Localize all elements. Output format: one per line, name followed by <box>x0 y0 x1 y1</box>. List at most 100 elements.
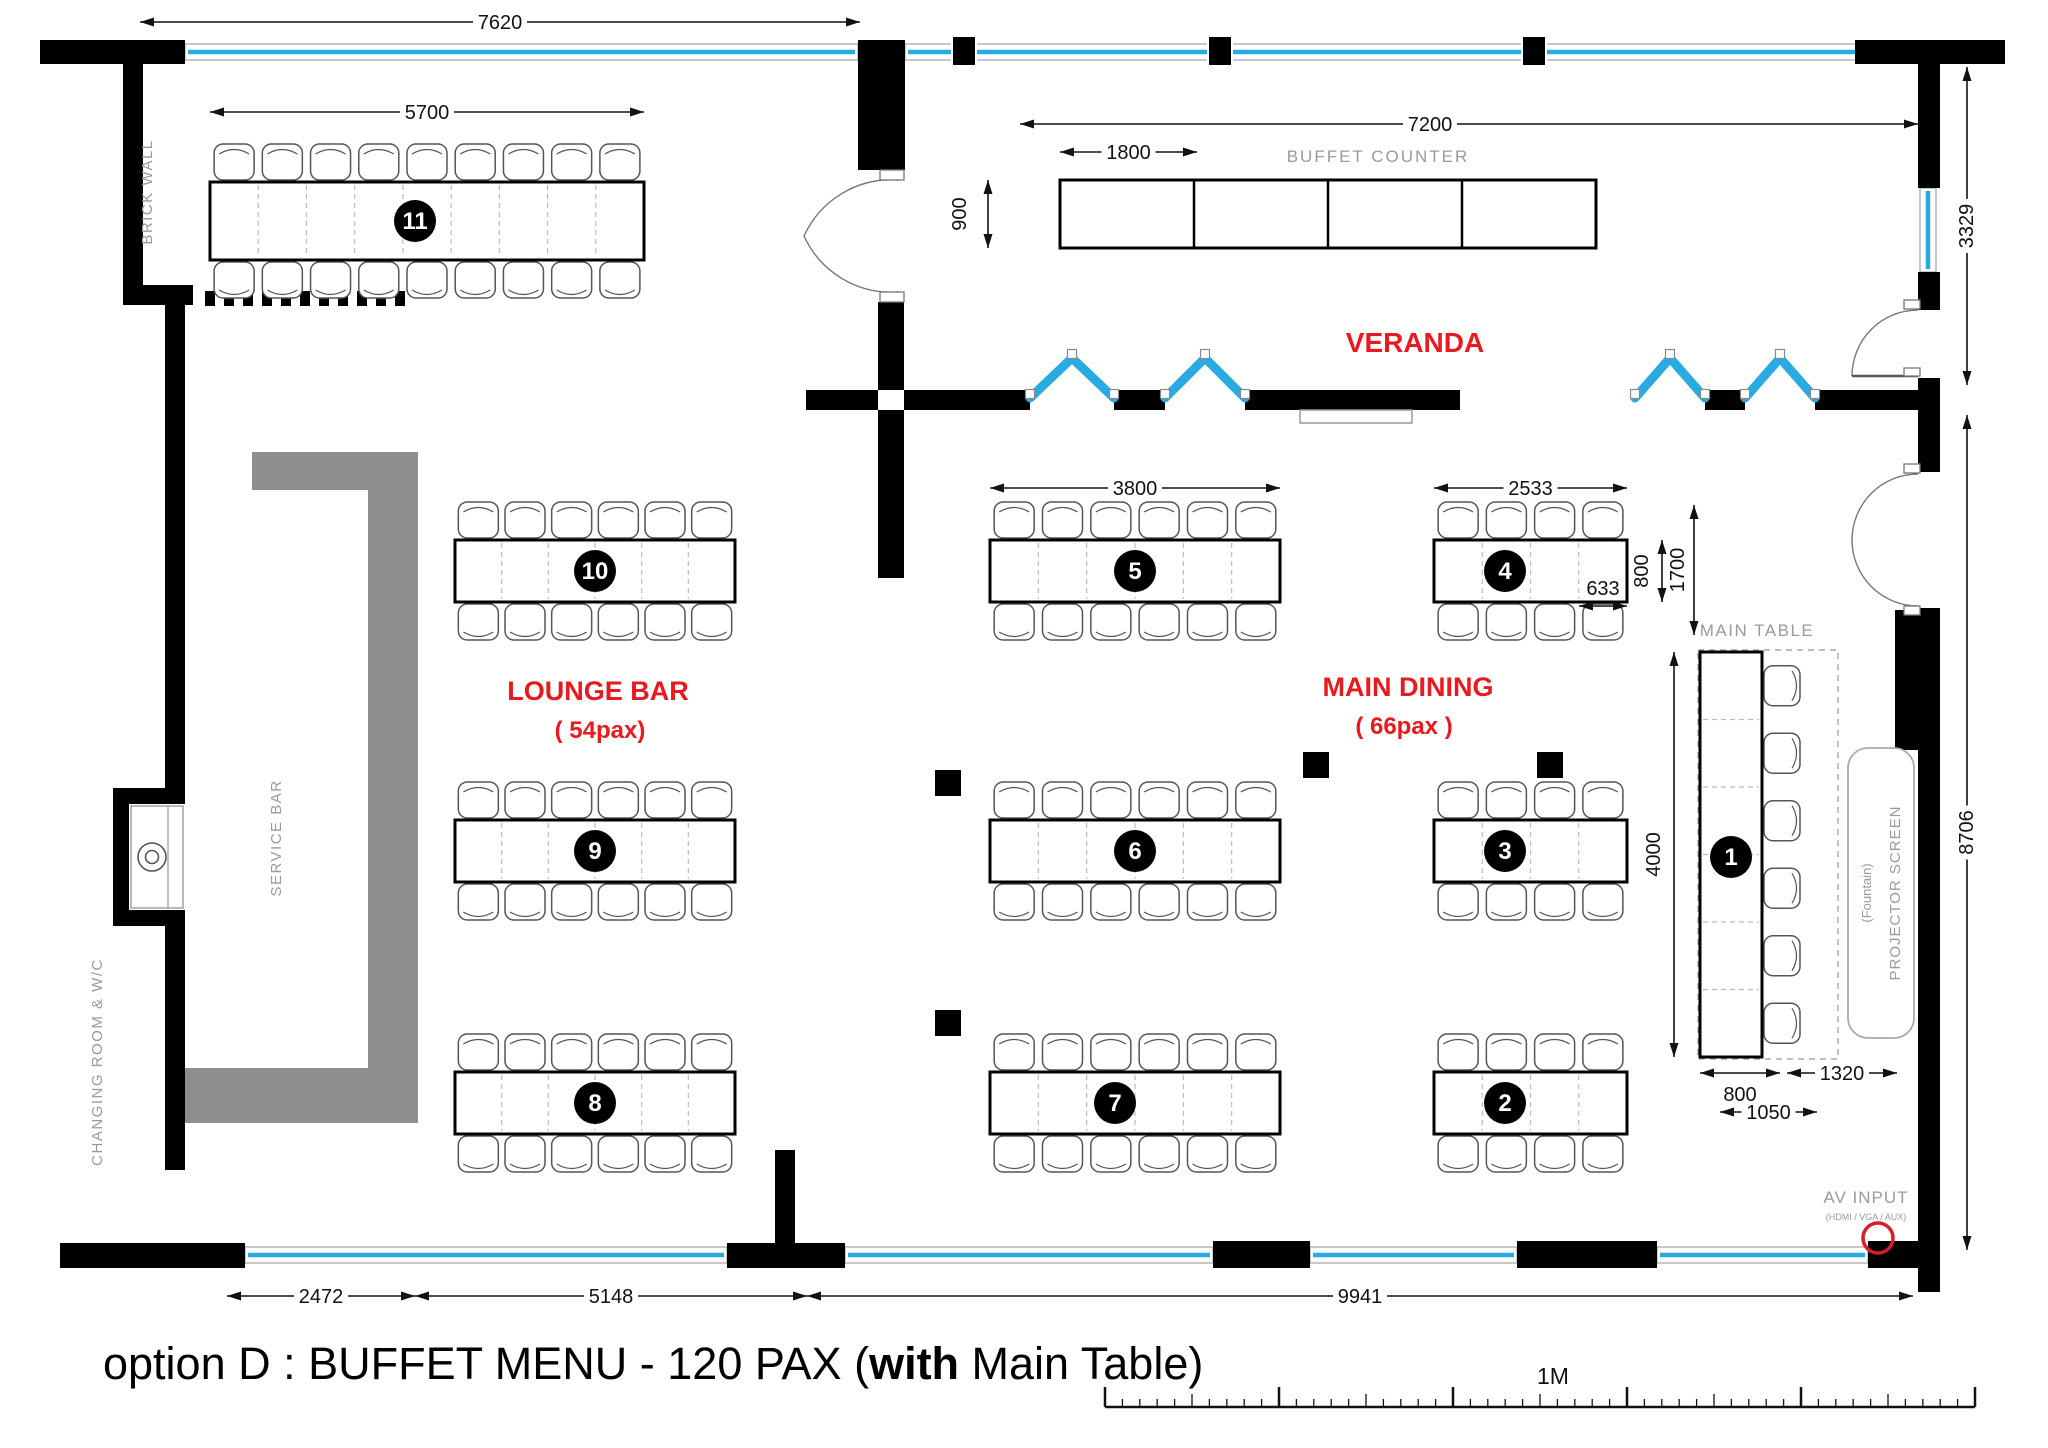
wall-segment <box>1245 390 1460 410</box>
dim-text-plate <box>584 1285 638 1307</box>
dim-900: 900 <box>949 180 993 248</box>
dim-arrow <box>1613 483 1627 493</box>
wall-segment <box>775 1150 795 1245</box>
chair-back <box>1791 737 1798 769</box>
chair <box>1041 1135 1084 1173</box>
chair <box>1235 1135 1277 1173</box>
table-number-badge <box>1094 1082 1136 1124</box>
chair-back <box>696 506 727 513</box>
fixture-sink-inner <box>144 849 160 865</box>
chair-back <box>1143 786 1175 793</box>
dim-arrow <box>1766 1068 1780 1078</box>
dim-value: 5700 <box>405 102 450 124</box>
label-service-bar: SERVICE BAR <box>268 779 285 896</box>
chair-back <box>411 289 443 296</box>
chair <box>1235 883 1277 921</box>
dim-4000: 4000 <box>1643 652 1679 1057</box>
chair-back <box>315 148 346 155</box>
dim-value: 800 <box>1631 554 1653 587</box>
chair <box>690 781 733 819</box>
table-10: 10 <box>453 501 737 641</box>
chair <box>1186 501 1229 539</box>
chair-back <box>1240 631 1272 638</box>
chair <box>1138 1135 1180 1173</box>
dim-value: 1320 <box>1820 1063 1865 1085</box>
chair-back <box>1442 786 1474 793</box>
chair <box>550 143 593 181</box>
chair <box>550 781 593 819</box>
av-input-marker <box>1861 1221 1895 1255</box>
chair-back <box>1539 506 1570 513</box>
wall-niche <box>130 805 184 909</box>
chair-back <box>508 148 539 155</box>
door-swing <box>1851 539 1919 607</box>
dim-text-plate <box>1741 1101 1796 1123</box>
dim-arrow <box>1060 147 1074 157</box>
dim-arrow <box>1787 1068 1801 1078</box>
table-number-badge <box>574 1082 616 1124</box>
chair-back <box>1047 911 1078 918</box>
table-number-badge <box>1484 1082 1526 1124</box>
label-av-sub: (HDMI / VGA / AUX) <box>1826 1212 1907 1222</box>
chair <box>504 501 546 539</box>
chair-back <box>603 1163 634 1170</box>
chair-back <box>509 911 541 918</box>
chair-back <box>1143 1038 1175 1045</box>
dim-9941: 9941 <box>807 1285 1913 1308</box>
wall-segment <box>165 926 185 1170</box>
av-input-marker <box>1861 1221 1895 1255</box>
chair <box>644 1135 686 1173</box>
dim-arrow <box>1657 540 1667 554</box>
chair <box>1090 883 1132 921</box>
chair-back <box>1791 872 1798 904</box>
hinge <box>1024 388 1036 400</box>
dim-value: 633 <box>1586 578 1619 600</box>
label-main-dining: MAIN DINING <box>1323 672 1494 702</box>
wall-segment <box>113 910 185 926</box>
niche <box>130 805 184 909</box>
chair-back <box>696 631 727 638</box>
dim-1050: 1050 <box>1720 1101 1817 1124</box>
wall-segment <box>1895 610 1918 750</box>
folding-door-leaf <box>1665 353 1710 403</box>
chair-back <box>267 148 298 155</box>
table-5: 5 <box>988 501 1282 641</box>
dim-value: 2533 <box>1508 478 1553 500</box>
chair-back <box>1192 506 1223 513</box>
dim-800: 800 <box>1631 540 1667 602</box>
chair-back <box>649 911 681 918</box>
chair <box>1582 781 1624 819</box>
dim-text-plate <box>1101 141 1156 163</box>
table-number-6: 6 <box>1128 838 1141 865</box>
chair <box>457 883 500 921</box>
chair-back <box>1047 506 1078 513</box>
chair-back <box>1539 786 1570 793</box>
chair-back <box>696 1163 727 1170</box>
label-fountain: (Fountain) <box>1859 863 1874 922</box>
wall-segment <box>60 1243 245 1268</box>
chair <box>213 143 255 181</box>
chair <box>1138 501 1180 539</box>
chair-back <box>1791 805 1798 837</box>
chair-back <box>363 289 395 296</box>
chair-back <box>218 289 250 296</box>
wall-segment <box>806 390 878 410</box>
dim-value: 1700 <box>1667 548 1689 593</box>
chair <box>550 501 593 539</box>
folding-door-leaf <box>1200 353 1250 403</box>
door-frame <box>1903 463 1921 474</box>
dim-arrow <box>1613 601 1627 611</box>
wall-segment <box>727 1243 845 1268</box>
chair-back <box>1095 1038 1127 1045</box>
dim-arrow <box>807 1291 821 1301</box>
chair-back <box>463 506 494 513</box>
chair <box>213 261 255 299</box>
dim-text-plate <box>1403 113 1457 135</box>
chair-back <box>649 1163 681 1170</box>
chair <box>1041 501 1084 539</box>
projector-screen-box <box>1847 747 1915 1039</box>
chair <box>1041 603 1084 641</box>
dim-arrow <box>401 1291 415 1301</box>
dim-arrow <box>846 17 860 27</box>
